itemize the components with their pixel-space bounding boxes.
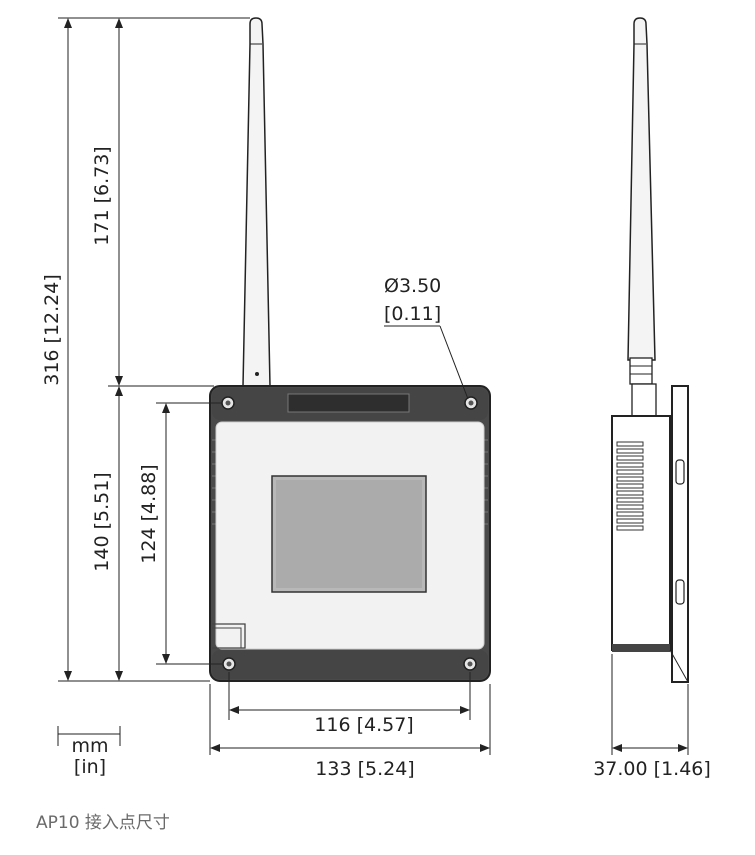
- dimension-lines: [57, 17, 689, 755]
- hole-spacing-horizontal-label: 116 [4.57]: [314, 714, 413, 736]
- depth-label: 37.00 [1.46]: [593, 758, 711, 780]
- back-plate: [671, 385, 689, 683]
- hole-diameter-mm-label: Ø3.50: [384, 275, 441, 297]
- figure-caption: AP10 接入点尺寸: [36, 813, 170, 833]
- antenna-side: [627, 17, 656, 361]
- body-height-label: 140 [5.51]: [91, 472, 113, 571]
- total-height-label: 316 [12.24]: [41, 274, 63, 386]
- front-view: [209, 17, 491, 682]
- hole-spacing-vertical-label: 124 [4.88]: [138, 464, 160, 563]
- antenna-height-label: 171 [6.73]: [91, 146, 113, 245]
- hole-diameter-in-label: [0.11]: [384, 303, 441, 325]
- mounting-holes: [221, 396, 478, 671]
- unit-secondary: [in]: [74, 756, 106, 778]
- body-width-label: 133 [5.24]: [315, 758, 414, 780]
- unit-primary: mm: [71, 735, 108, 757]
- side-view: [611, 17, 689, 683]
- antenna-front: [242, 17, 271, 387]
- dimension-labels: 316 [12.24] 171 [6.73] 140 [5.51] 124 [4…: [41, 146, 711, 780]
- top-vent-slot: [287, 393, 410, 413]
